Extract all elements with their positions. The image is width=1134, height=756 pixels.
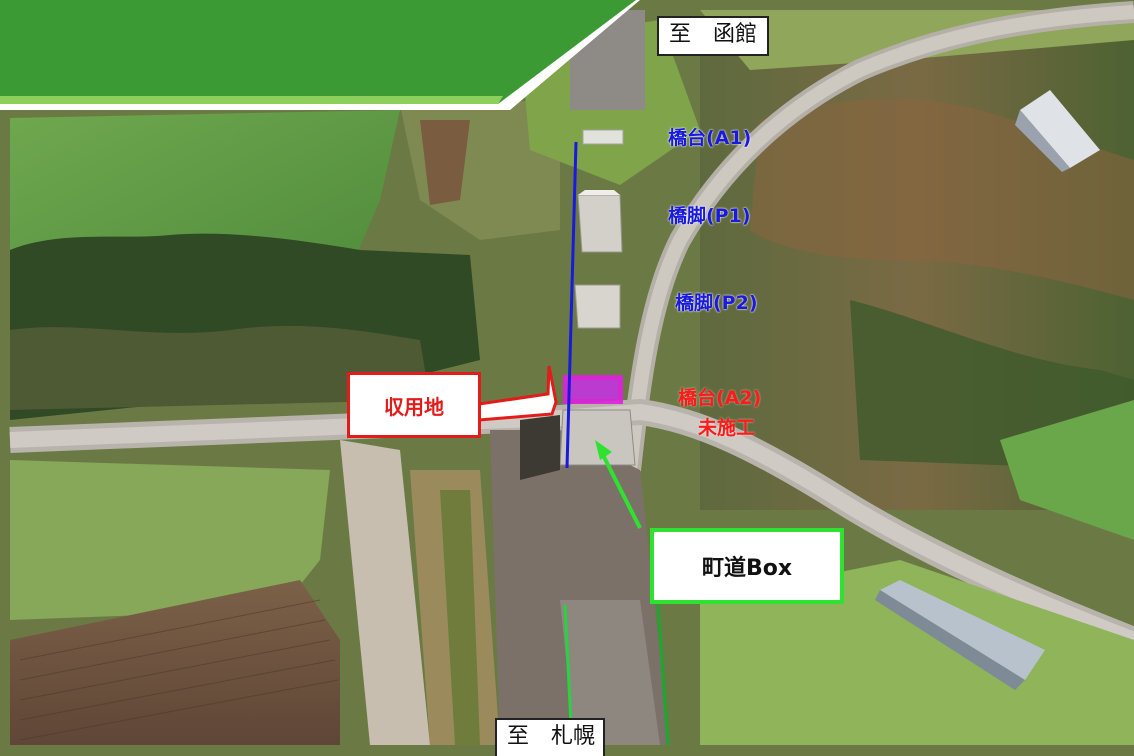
pier-p2-label: 橋脚(P2): [675, 292, 758, 314]
abutment-a2-label: 橋台(A2): [678, 387, 762, 409]
abutment-a2-status: 未施工: [698, 417, 756, 439]
expropriated-land-callout: 収用地: [347, 372, 481, 438]
north-destination-sign: 至 函館: [657, 16, 769, 56]
town-road-box-callout: 町道Box: [650, 528, 844, 604]
pier-p1-label: 橋脚(P1): [668, 205, 751, 227]
expropriated-land-text: 収用地: [384, 394, 444, 419]
town-road-box-text: 町道Box: [701, 556, 793, 581]
south-destination-sign: 至 札幌: [495, 718, 605, 756]
abutment-a1-label: 橋台(A1): [668, 127, 752, 149]
